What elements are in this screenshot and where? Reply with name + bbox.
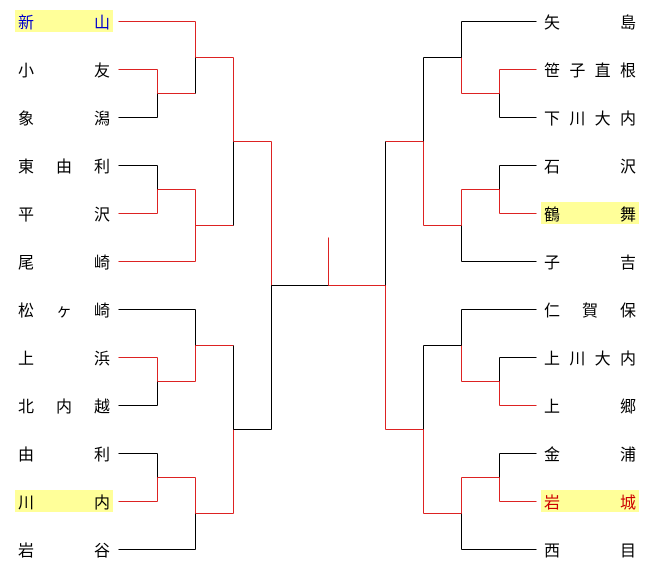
right-team-5: 鶴舞 xyxy=(541,202,639,224)
left-team-9: 北内越 xyxy=(15,394,113,416)
team-name: 下川大内 xyxy=(544,109,636,128)
team-name: 鶴舞 xyxy=(544,205,636,224)
team-name: 上川大内 xyxy=(544,349,636,368)
left-team-1: 新山 xyxy=(15,10,113,32)
left-team-2: 小友 xyxy=(15,58,113,80)
team-name: 新山 xyxy=(18,13,110,32)
right-team-7: 仁賀保 xyxy=(541,298,639,320)
team-name: 石沢 xyxy=(544,157,636,176)
team-name: 矢島 xyxy=(544,13,636,32)
right-team-1: 矢島 xyxy=(541,10,639,32)
right-team-9: 上郷 xyxy=(541,394,639,416)
team-name: 子吉 xyxy=(544,253,636,272)
team-name: 上浜 xyxy=(18,349,110,368)
left-team-4: 東由利 xyxy=(15,154,113,176)
team-name: 金浦 xyxy=(544,445,636,464)
right-team-10: 金浦 xyxy=(541,442,639,464)
right-team-11: 岩城 xyxy=(541,490,639,512)
team-name: 松ヶ崎 xyxy=(18,301,110,320)
team-name: 仁賀保 xyxy=(544,301,636,320)
team-name: 岩谷 xyxy=(18,541,110,560)
team-name: 尾崎 xyxy=(18,253,110,272)
right-team-6: 子吉 xyxy=(541,250,639,272)
team-name: 上郷 xyxy=(544,397,636,416)
right-team-4: 石沢 xyxy=(541,154,639,176)
right-team-8: 上川大内 xyxy=(541,346,639,368)
team-name: 由利 xyxy=(18,445,110,464)
left-team-5: 平沢 xyxy=(15,202,113,224)
left-team-6: 尾崎 xyxy=(15,250,113,272)
left-team-11: 川内 xyxy=(15,490,113,512)
left-team-12: 岩谷 xyxy=(15,538,113,560)
team-name: 岩城 xyxy=(544,493,636,512)
team-name: 北内越 xyxy=(18,397,110,416)
left-team-10: 由利 xyxy=(15,442,113,464)
team-name: 平沢 xyxy=(18,205,110,224)
team-name: 西目 xyxy=(544,541,636,560)
left-team-7: 松ヶ崎 xyxy=(15,298,113,320)
right-team-2: 笹子直根 xyxy=(541,58,639,80)
team-name: 象潟 xyxy=(18,109,110,128)
left-team-3: 象潟 xyxy=(15,106,113,128)
team-name: 笹子直根 xyxy=(544,61,636,80)
right-team-3: 下川大内 xyxy=(541,106,639,128)
right-team-12: 西目 xyxy=(541,538,639,560)
team-name: 東由利 xyxy=(18,157,110,176)
team-name: 川内 xyxy=(18,493,110,512)
left-team-8: 上浜 xyxy=(15,346,113,368)
team-name: 小友 xyxy=(18,61,110,80)
